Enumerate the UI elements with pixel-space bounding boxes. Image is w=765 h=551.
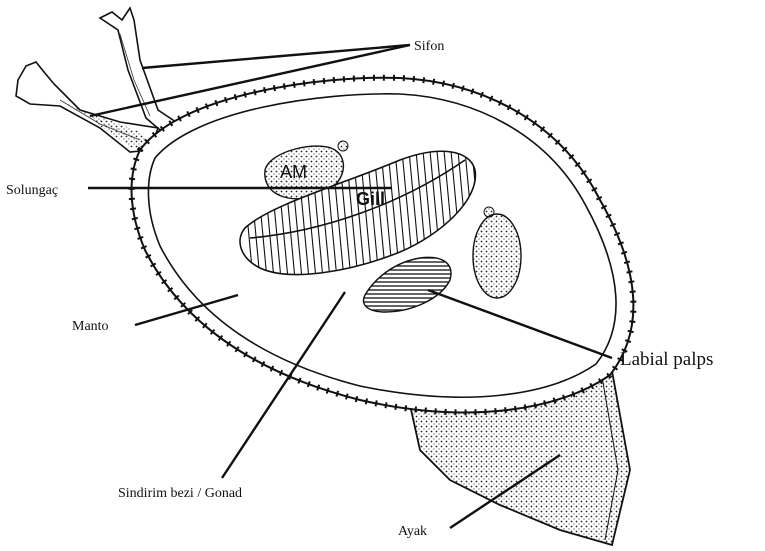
siphon-tubes: [16, 8, 176, 152]
gill-label: Solungaç: [6, 183, 58, 198]
siphon-label: Sifon: [414, 39, 444, 54]
digestive-gland-label: Sindirim bezi / Gonad: [118, 486, 242, 501]
mantle-label: Manto: [72, 319, 109, 334]
gill-inline-label: Gill: [356, 189, 385, 209]
siphon-leader-upper: [142, 45, 410, 68]
adductor-label: AM: [280, 162, 307, 182]
foot-label: Ayak: [398, 524, 427, 539]
labial-palps-label: Labial palps: [620, 349, 713, 370]
